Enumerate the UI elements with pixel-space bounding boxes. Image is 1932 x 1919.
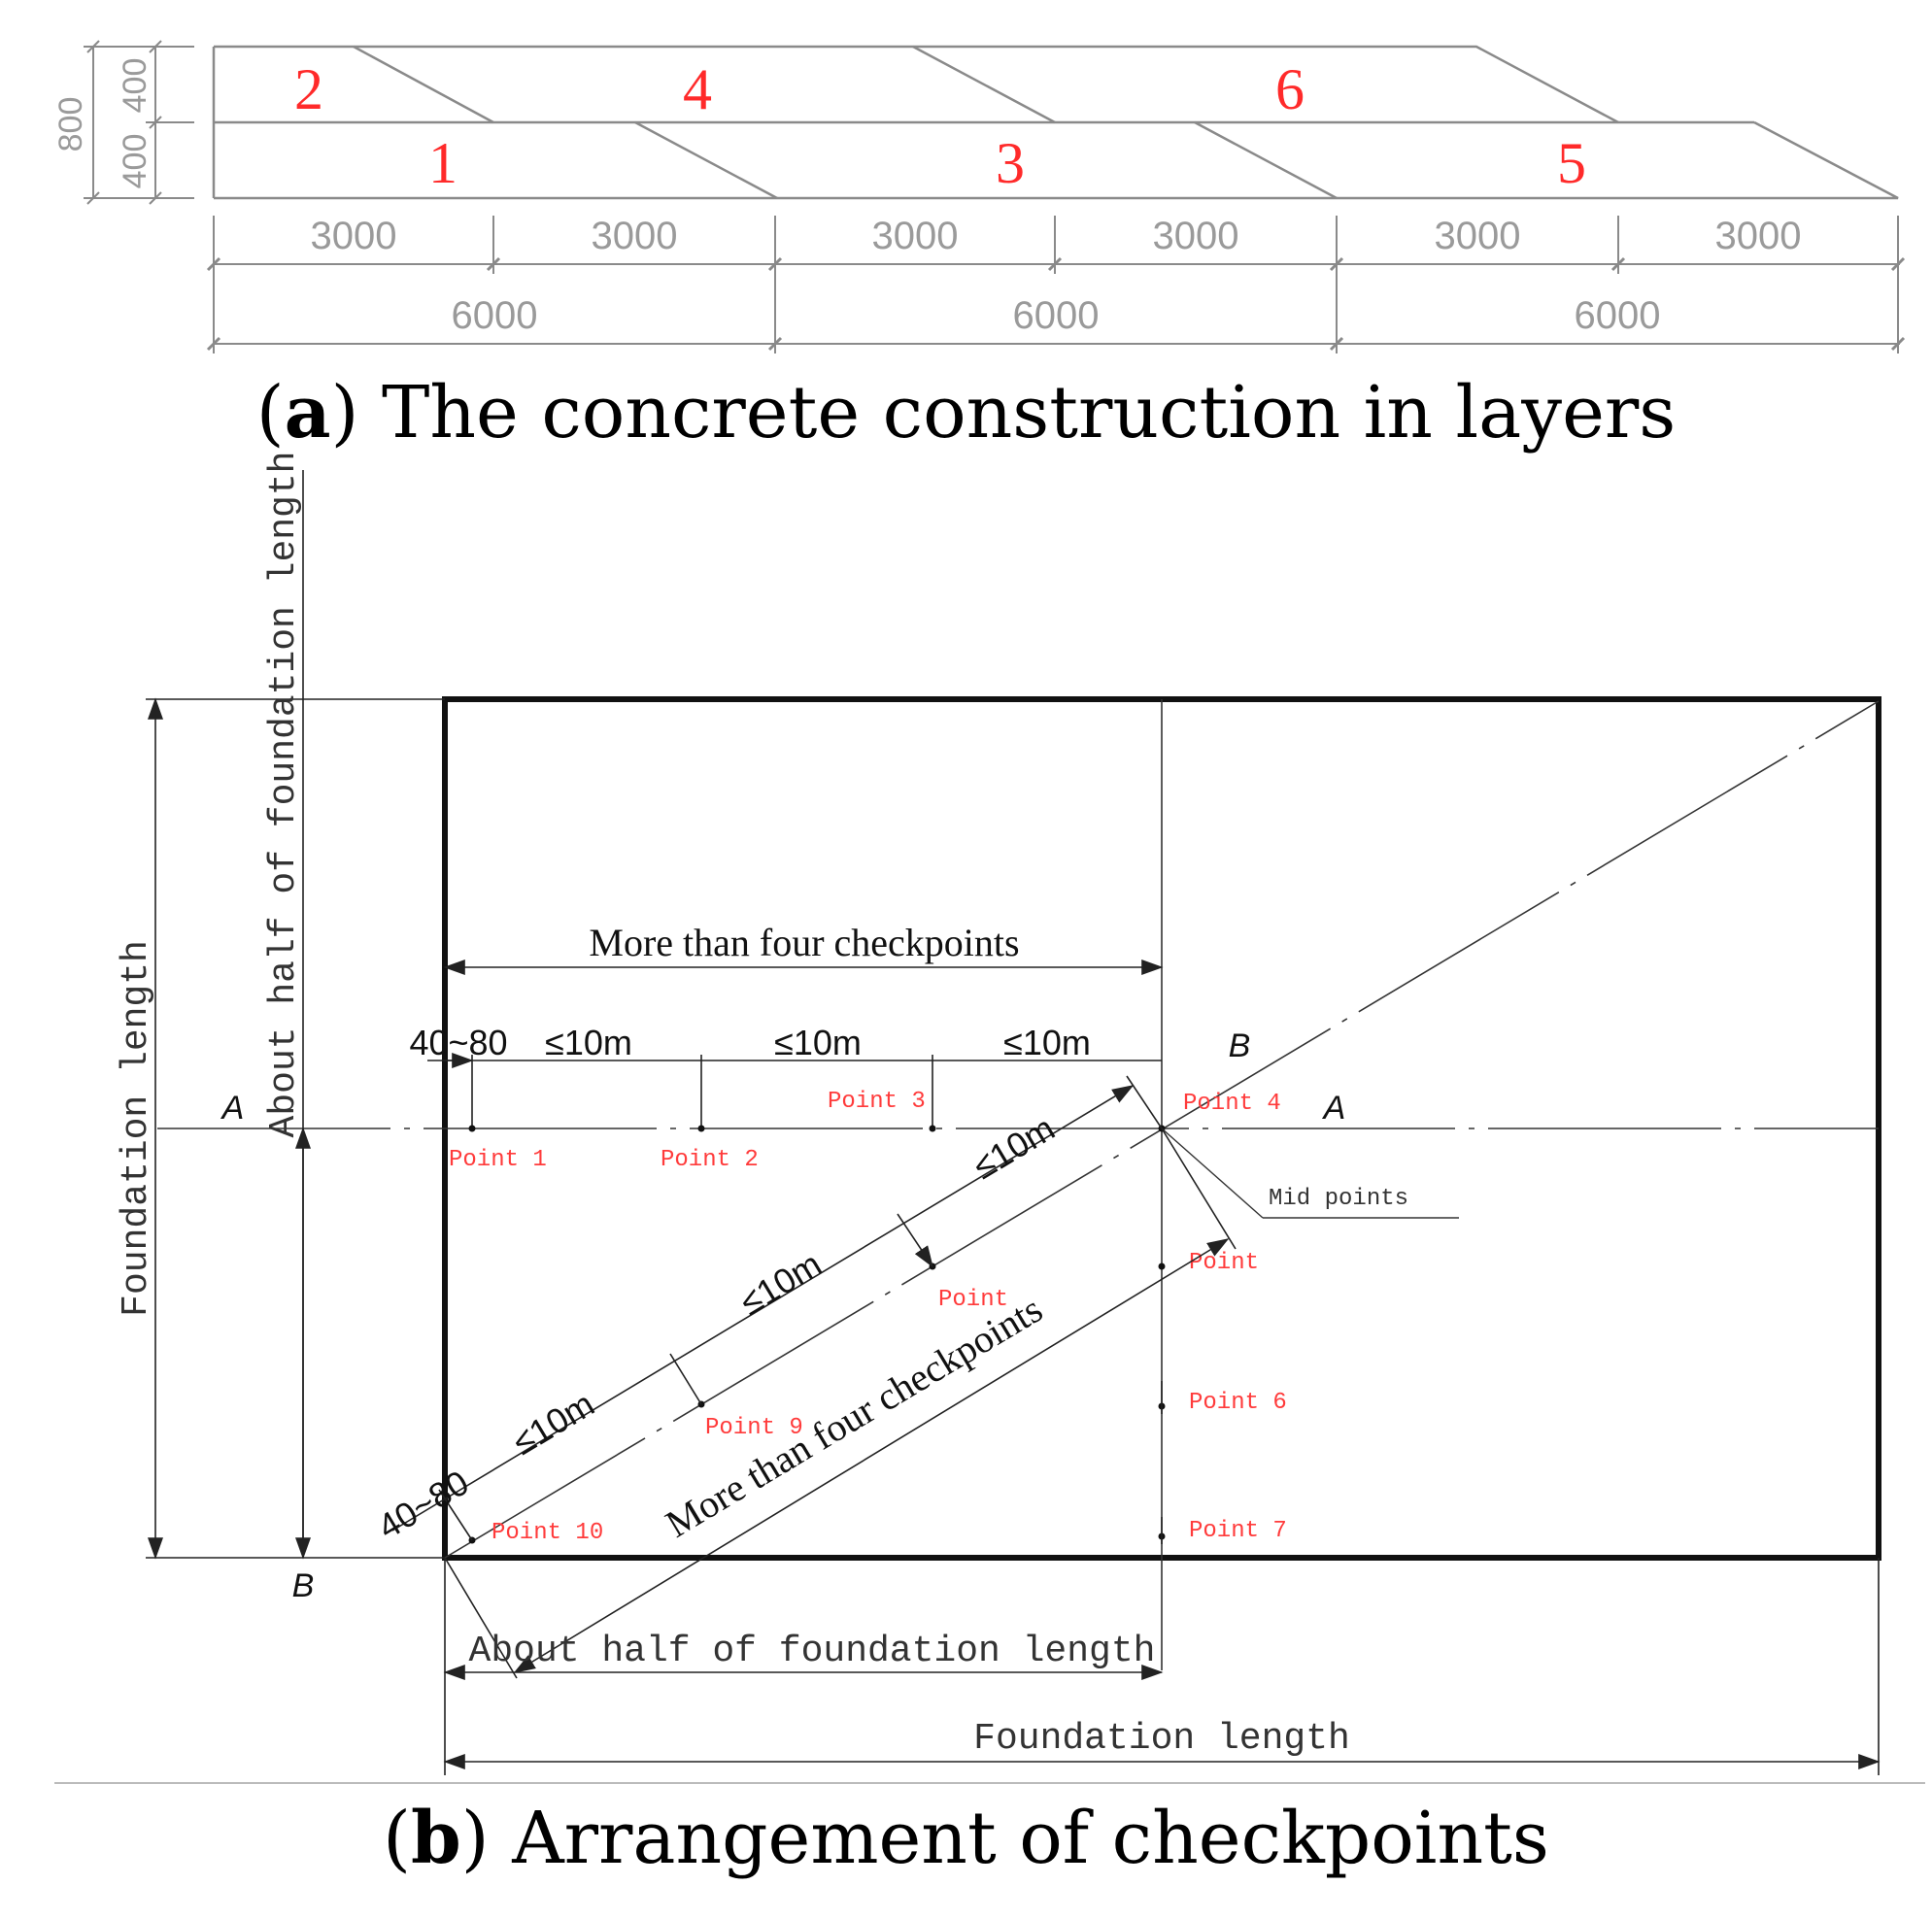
dimension-label: 3000 <box>1435 215 1521 257</box>
layer-number: 6 <box>1275 57 1305 121</box>
half-length-bottom-label: About half of foundation length <box>469 1631 1156 1672</box>
dimension-label: 3000 <box>592 215 678 257</box>
point-label-7: Point 7 <box>1189 1518 1287 1544</box>
width-dimension-lines <box>206 216 1906 354</box>
height-label-top-400: 400 <box>117 58 153 114</box>
bottom-dimension-lines <box>443 1558 1881 1775</box>
section-mark-b-bottom: B <box>292 1567 315 1604</box>
dimension-label: 6000 <box>1575 294 1661 337</box>
mid-points-leader <box>1161 1128 1459 1219</box>
point-label-5: Point <box>1189 1250 1259 1276</box>
caption-b-letter: b <box>411 1797 461 1880</box>
foundation-length-bottom-label: Foundation length <box>973 1718 1350 1760</box>
dimension-label: 3000 <box>311 215 397 257</box>
figure-a-layers <box>212 45 1899 200</box>
spacing-label: ≤10m <box>545 1023 632 1062</box>
layer-number: 4 <box>683 57 712 121</box>
offset-top-label: 40~80 <box>409 1023 507 1062</box>
point-label-2: Point 2 <box>661 1147 759 1173</box>
more-than-four-top-label: More than four checkpoints <box>589 921 1019 964</box>
lower-layer-outline <box>214 120 1899 200</box>
caption-a: (a) The concrete construction in layers <box>255 371 1677 454</box>
caption-b: (b) Arrangement of checkpoints <box>383 1797 1549 1880</box>
height-dimension-lines <box>84 40 194 205</box>
dimension-label: 3000 <box>872 215 959 257</box>
spacing-label: ≤10m <box>966 1108 1062 1187</box>
caption-a-letter: a <box>284 371 331 454</box>
spacing-label: ≤10m <box>774 1023 862 1062</box>
dimension-label: 6000 <box>1013 294 1100 337</box>
top-dimension-lines <box>427 960 1164 1128</box>
layer-number: 5 <box>1557 131 1586 195</box>
foundation-length-vertical-label: Foundation length <box>116 940 157 1317</box>
spacing-label: ≤10m <box>1003 1023 1091 1062</box>
point-label-1: Point 1 <box>449 1147 547 1173</box>
layer-number: 3 <box>996 131 1025 195</box>
layer-number: 2 <box>294 57 323 121</box>
layer-number: 1 <box>428 131 458 195</box>
point-label-4: Point 4 <box>1183 1091 1281 1117</box>
dimension-label: 6000 <box>452 294 538 337</box>
section-mark-a-left: A <box>220 1090 245 1127</box>
spacing-label: ≤10m <box>733 1244 829 1323</box>
mid-points-label: Mid points <box>1269 1186 1408 1212</box>
spacing-label: ≤10m <box>506 1384 601 1463</box>
dimension-label: 3000 <box>1715 215 1802 257</box>
diagonal-dimension-lines <box>391 1075 1237 1679</box>
dimension-label: 3000 <box>1153 215 1239 257</box>
point-label-3: Point 3 <box>828 1089 926 1115</box>
left-dimension-lines <box>146 470 445 1560</box>
point-label-10: Point 10 <box>491 1520 603 1546</box>
section-mark-a-right: A <box>1322 1090 1346 1127</box>
height-label-800: 800 <box>52 97 89 152</box>
offset-diagonal-label: 40~80 <box>371 1463 476 1547</box>
caption-a-text: The concrete construction in layers <box>382 371 1677 454</box>
caption-b-text: Arrangement of checkpoints <box>512 1797 1549 1880</box>
section-mark-b-top: B <box>1229 1027 1251 1064</box>
half-length-vertical-label: About half of foundation length <box>263 452 305 1138</box>
point-label-6: Point 6 <box>1189 1390 1287 1416</box>
upper-layer-outline <box>214 45 1619 124</box>
height-label-bottom-400: 400 <box>117 134 153 189</box>
